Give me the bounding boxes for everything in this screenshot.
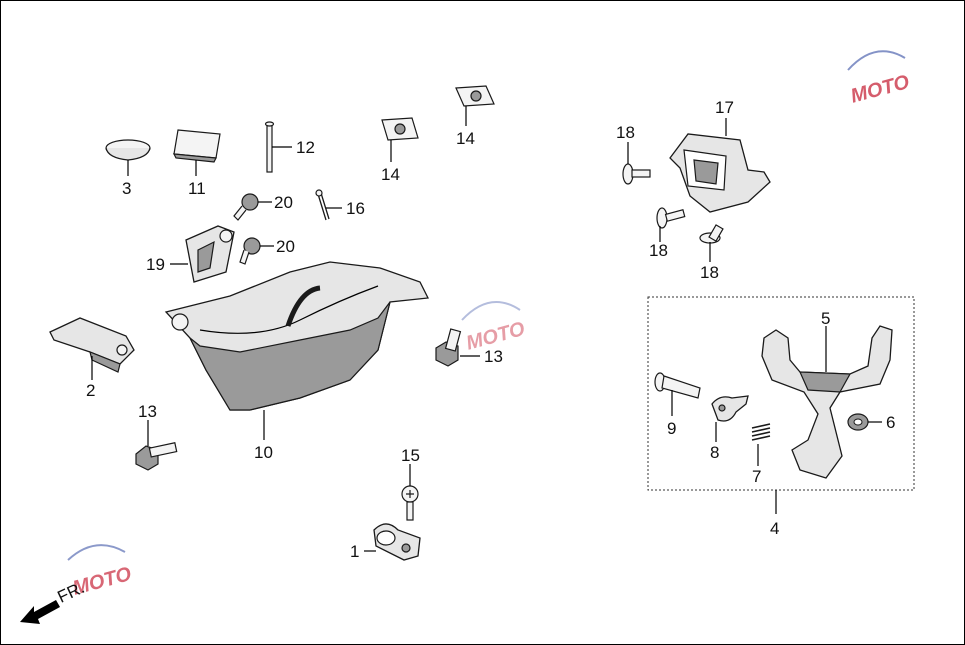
part-18-screw-middle	[656, 207, 686, 229]
part-14-clip-upper	[455, 85, 495, 107]
part-7-spring	[751, 423, 771, 441]
callout-2: 2	[86, 381, 95, 400]
part-14-clip-lower	[381, 117, 419, 141]
watermark-logo-top-right: MOTO	[847, 50, 912, 108]
callout-1: 1	[350, 542, 359, 561]
callout-3: 3	[122, 179, 131, 198]
front-direction-arrow	[20, 600, 60, 624]
part-6-nut	[847, 413, 869, 431]
callout-14-lower: 14	[381, 165, 400, 184]
callout-19: 19	[146, 255, 165, 274]
callout-12: 12	[296, 138, 315, 157]
callout-18-bottom: 18	[700, 263, 719, 282]
part-20-screw-top	[233, 193, 259, 221]
callout-4: 4	[770, 519, 779, 538]
part-12-pin	[264, 121, 275, 173]
part-11-plate	[172, 129, 221, 163]
part-18-screw-bottom	[699, 224, 724, 244]
callout-11: 11	[188, 179, 206, 198]
callout-20-top: 20	[274, 193, 293, 212]
callout-10: 10	[254, 443, 273, 462]
part-18-screw-top	[622, 163, 651, 185]
callout-18-top: 18	[616, 123, 635, 142]
part-2-bracket-plate	[49, 317, 135, 373]
callout-18-middle: 18	[649, 241, 668, 260]
callout-9: 9	[667, 419, 676, 438]
part-10-storage-box	[164, 261, 430, 411]
part-5-hook-bracket	[761, 325, 893, 479]
callout-13-right: 13	[484, 347, 503, 366]
part-19-bracket	[185, 225, 235, 283]
callout-8: 8	[710, 443, 719, 462]
part-13-bolt-right	[435, 328, 462, 367]
callout-17: 17	[715, 98, 734, 117]
callout-6: 6	[886, 413, 895, 432]
assembly-4-group-box	[647, 296, 915, 491]
callout-14-upper: 14	[456, 129, 475, 148]
part-20-screw-bottom	[239, 237, 261, 265]
svg-text:MOTO: MOTO	[848, 71, 912, 108]
part-17-bracket-box	[669, 133, 771, 213]
part-15-screw	[401, 485, 419, 521]
part-13-bolt-left	[135, 442, 178, 471]
part-1-cable-clamp	[373, 523, 421, 561]
callout-5: 5	[821, 309, 830, 328]
part-9-pin	[654, 372, 701, 399]
callout-20-bottom: 20	[276, 237, 295, 256]
callout-15: 15	[401, 446, 420, 465]
callout-13-left: 13	[138, 402, 157, 421]
callout-16: 16	[346, 199, 365, 218]
callout-7: 7	[752, 467, 761, 486]
part-8-lever	[711, 395, 749, 422]
part-3-cap	[105, 139, 151, 161]
part-16-cotter-pin	[315, 189, 330, 221]
